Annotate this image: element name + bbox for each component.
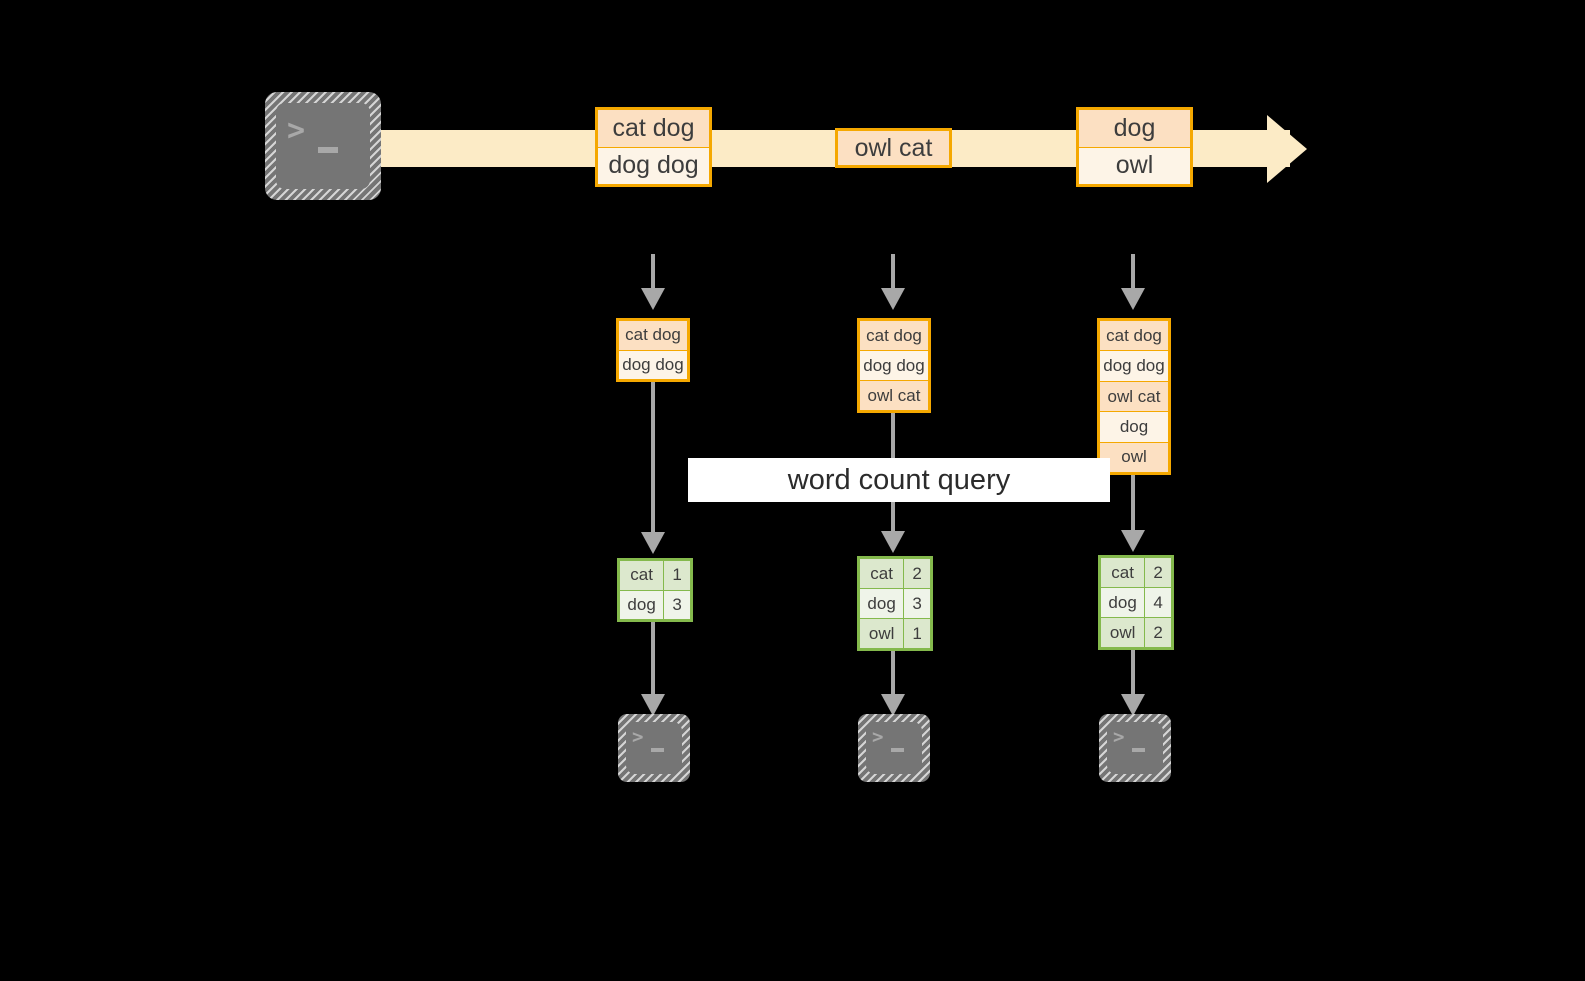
snapshot-2-result-table: cat 2 dog 3 owl 1 xyxy=(857,556,933,651)
snapshot-2-output-arrowhead xyxy=(881,694,905,716)
snapshot-1-query-arrowhead xyxy=(641,532,665,554)
snapshot-3-inbound-connector xyxy=(1131,254,1135,290)
result-value: 4 xyxy=(1145,588,1171,617)
snapshot-2-query-arrowhead xyxy=(881,531,905,553)
snapshot-3-accumulated-events: cat dog dog dog owl cat dog owl xyxy=(1097,318,1171,475)
snapshot-3-query-arrowhead xyxy=(1121,530,1145,552)
result-value: 2 xyxy=(1145,558,1171,587)
producer-prompt-chevron-icon: > xyxy=(287,113,306,148)
result-row: owl 2 xyxy=(1101,617,1171,647)
consumer-terminal-screen-3: > xyxy=(1107,722,1163,774)
snapshot-2-inbound-connector xyxy=(891,254,895,290)
result-value: 3 xyxy=(904,589,930,618)
result-key: dog xyxy=(860,589,905,618)
result-value: 1 xyxy=(904,619,930,648)
result-key: dog xyxy=(1101,588,1146,617)
consumer-cursor-icon xyxy=(891,748,904,752)
result-row: dog 4 xyxy=(1101,587,1171,617)
consumer-cursor-icon xyxy=(651,748,664,752)
stream-batch-1: cat dog dog dog xyxy=(595,107,712,187)
snapshot-1-accumulated-events: cat dog dog dog xyxy=(616,318,690,382)
stream-event: dog xyxy=(1079,110,1190,147)
consumer-prompt-chevron-icon: > xyxy=(632,726,644,748)
accumulated-event: owl cat xyxy=(1100,380,1168,412)
snapshot-3-result-table: cat 2 dog 4 owl 2 xyxy=(1098,555,1174,650)
result-row: cat 2 xyxy=(860,559,930,588)
result-value: 2 xyxy=(904,559,930,588)
result-value: 3 xyxy=(664,590,690,619)
accumulated-event: cat dog xyxy=(1100,321,1168,351)
snapshot-1-inbound-arrowhead xyxy=(641,288,665,310)
producer-cursor-icon xyxy=(318,147,338,153)
result-key: dog xyxy=(620,590,665,619)
accumulated-event: owl cat xyxy=(860,380,928,410)
snapshot-1-output-connector xyxy=(651,622,655,698)
snapshot-3-query-connector xyxy=(1131,475,1135,535)
accumulated-event: dog xyxy=(1100,411,1168,442)
result-key: cat xyxy=(1101,558,1146,587)
accumulated-event: dog dog xyxy=(1100,350,1168,381)
result-key: owl xyxy=(1101,618,1146,647)
snapshot-3-inbound-arrowhead xyxy=(1121,288,1145,310)
producer-terminal-icon[interactable]: > xyxy=(265,92,381,200)
consumer-cursor-icon xyxy=(1132,748,1145,752)
stream-event: dog dog xyxy=(598,146,709,184)
snapshot-1-inbound-connector xyxy=(651,254,655,290)
result-value: 1 xyxy=(664,561,690,590)
event-stream-arrowhead xyxy=(1267,114,1307,183)
snapshot-3-output-arrowhead xyxy=(1121,694,1145,716)
accumulated-event: dog dog xyxy=(860,350,928,380)
snapshot-2-accumulated-events: cat dog dog dog owl cat xyxy=(857,318,931,413)
stream-batch-2: owl cat xyxy=(835,128,952,168)
producer-terminal-screen: > xyxy=(276,103,370,189)
snapshot-3-output-connector xyxy=(1131,650,1135,698)
result-key: owl xyxy=(860,619,905,648)
snapshot-1-output-arrowhead xyxy=(641,694,665,716)
consumer-prompt-chevron-icon: > xyxy=(1113,726,1125,748)
stream-event: owl xyxy=(1079,146,1190,184)
accumulated-event: cat dog xyxy=(619,321,687,350)
consumer-terminal-icon-1[interactable]: > xyxy=(618,714,690,782)
result-row: owl 1 xyxy=(860,618,930,648)
result-row: dog 3 xyxy=(620,589,690,619)
result-row: dog 3 xyxy=(860,588,930,618)
query-label: word count query xyxy=(787,464,1011,496)
result-row: cat 2 xyxy=(1101,558,1171,587)
stream-batch-3: dog owl xyxy=(1076,107,1193,187)
stream-event: cat dog xyxy=(598,110,709,147)
accumulated-event: cat dog xyxy=(860,321,928,350)
accumulated-event: dog dog xyxy=(619,349,687,379)
consumer-terminal-screen-1: > xyxy=(626,722,682,774)
snapshot-2-output-connector xyxy=(891,651,895,698)
result-key: cat xyxy=(860,559,905,588)
consumer-prompt-chevron-icon: > xyxy=(872,726,884,748)
snapshot-1-query-connector xyxy=(651,382,655,536)
accumulated-event: owl xyxy=(1100,441,1168,473)
query-label-band xyxy=(688,458,1110,502)
consumer-terminal-icon-3[interactable]: > xyxy=(1099,714,1171,782)
snapshot-2-inbound-arrowhead xyxy=(881,288,905,310)
stream-event: owl cat xyxy=(838,131,949,165)
result-key: cat xyxy=(620,561,665,590)
result-row: cat 1 xyxy=(620,561,690,590)
consumer-terminal-screen-2: > xyxy=(866,722,922,774)
consumer-terminal-icon-2[interactable]: > xyxy=(858,714,930,782)
snapshot-1-result-table: cat 1 dog 3 xyxy=(617,558,693,622)
result-value: 2 xyxy=(1145,618,1171,647)
